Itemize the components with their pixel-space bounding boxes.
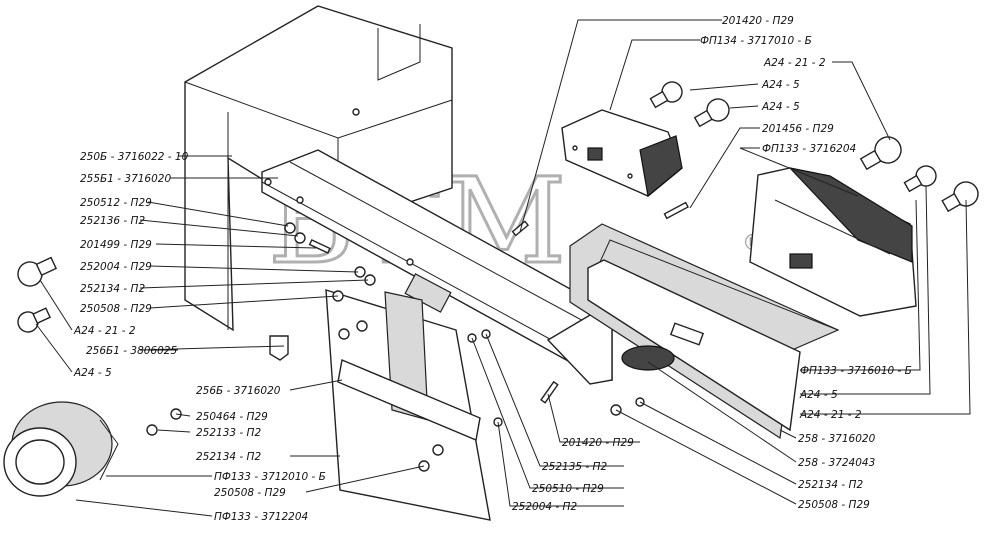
label-258-3716020: 258 - 3716020: [798, 433, 876, 445]
label-a24-5-top-1: А24 - 5: [761, 79, 800, 91]
label-252135-p2: 252135 - П2: [542, 461, 607, 473]
label-250508-p29-left: 250508 - П29: [80, 303, 152, 315]
labels: 201420 - П29 ФП134 - 3717010 - Б А24 - 2…: [73, 15, 912, 523]
label-a24-5-right: А24 - 5: [799, 389, 838, 401]
label-250464-p29: 250464 - П29: [196, 411, 268, 423]
label-256b-3716020: 256Б - 3716020: [196, 385, 281, 397]
headlamp-part: [3, 401, 119, 497]
large-lamp-part: [749, 167, 917, 317]
label-201499-p29: 201499 - П29: [80, 239, 152, 251]
label-a24-21-2-right: А24 - 21 - 2: [799, 409, 862, 421]
label-252004-p2: 252004 - П2: [512, 501, 577, 513]
fasteners: [146, 201, 689, 472]
label-201420-p29-top: 201420 - П29: [722, 15, 794, 27]
label-a24-21-2-top: А24 - 21 - 2: [763, 57, 826, 69]
channel-part: [261, 149, 613, 385]
label-201420-p29-bottom: 201420 - П29: [562, 437, 634, 449]
rear-panel-part: [569, 223, 840, 440]
label-a24-5-left: А24 - 5: [73, 367, 112, 379]
label-a24-5-top-2: А24 - 5: [761, 101, 800, 113]
label-252134-p2-right: 252134 - П2: [798, 479, 863, 491]
label-252136-p2: 252136 - П2: [80, 215, 145, 227]
label-fp133-3716204: ФП133 - 3716204: [762, 143, 856, 155]
leader-lines: [35, 19, 971, 517]
label-250512-p29: 250512 - П29: [80, 197, 152, 209]
label-250508-p29-right: 250508 - П29: [798, 499, 870, 511]
label-252004-p29: 252004 - П29: [80, 261, 152, 273]
label-250508-p29-bottom: 250508 - П29: [214, 487, 286, 499]
label-201456-p29: 201456 - П29: [762, 123, 834, 135]
label-256b1-3806025: 256Б1 - 3806025: [86, 345, 177, 357]
label-252134-p2-left: 252134 - П2: [80, 283, 145, 295]
label-fp134-3717010-b: ФП134 - 3717010 - Б: [700, 35, 812, 47]
label-258-3724043: 258 - 3724043: [798, 457, 875, 469]
label-250b-3716022-10: 250Б - 3716022 - 10: [80, 151, 189, 163]
label-252133-p2: 252133 - П2: [196, 427, 261, 439]
label-pf133-3712010-b: ПФ133 - 3712010 - Б: [214, 471, 326, 483]
label-fp133-3716010-b: ФП133 - 3716010 - Б: [800, 365, 912, 377]
label-a24-21-2-left: А24 - 21 - 2: [73, 325, 136, 337]
label-255b1-3716020: 255Б1 - 3716020: [80, 173, 171, 185]
small-lamp-part: [561, 109, 683, 198]
plate-holder-part: [325, 289, 491, 521]
label-250510-p29: 250510 - П29: [532, 483, 604, 495]
bulbs: [17, 81, 979, 333]
label-252134-p2-bottom: 252134 - П2: [196, 451, 261, 463]
label-pf133-3712204: ПФ133 - 3712204: [214, 511, 308, 523]
